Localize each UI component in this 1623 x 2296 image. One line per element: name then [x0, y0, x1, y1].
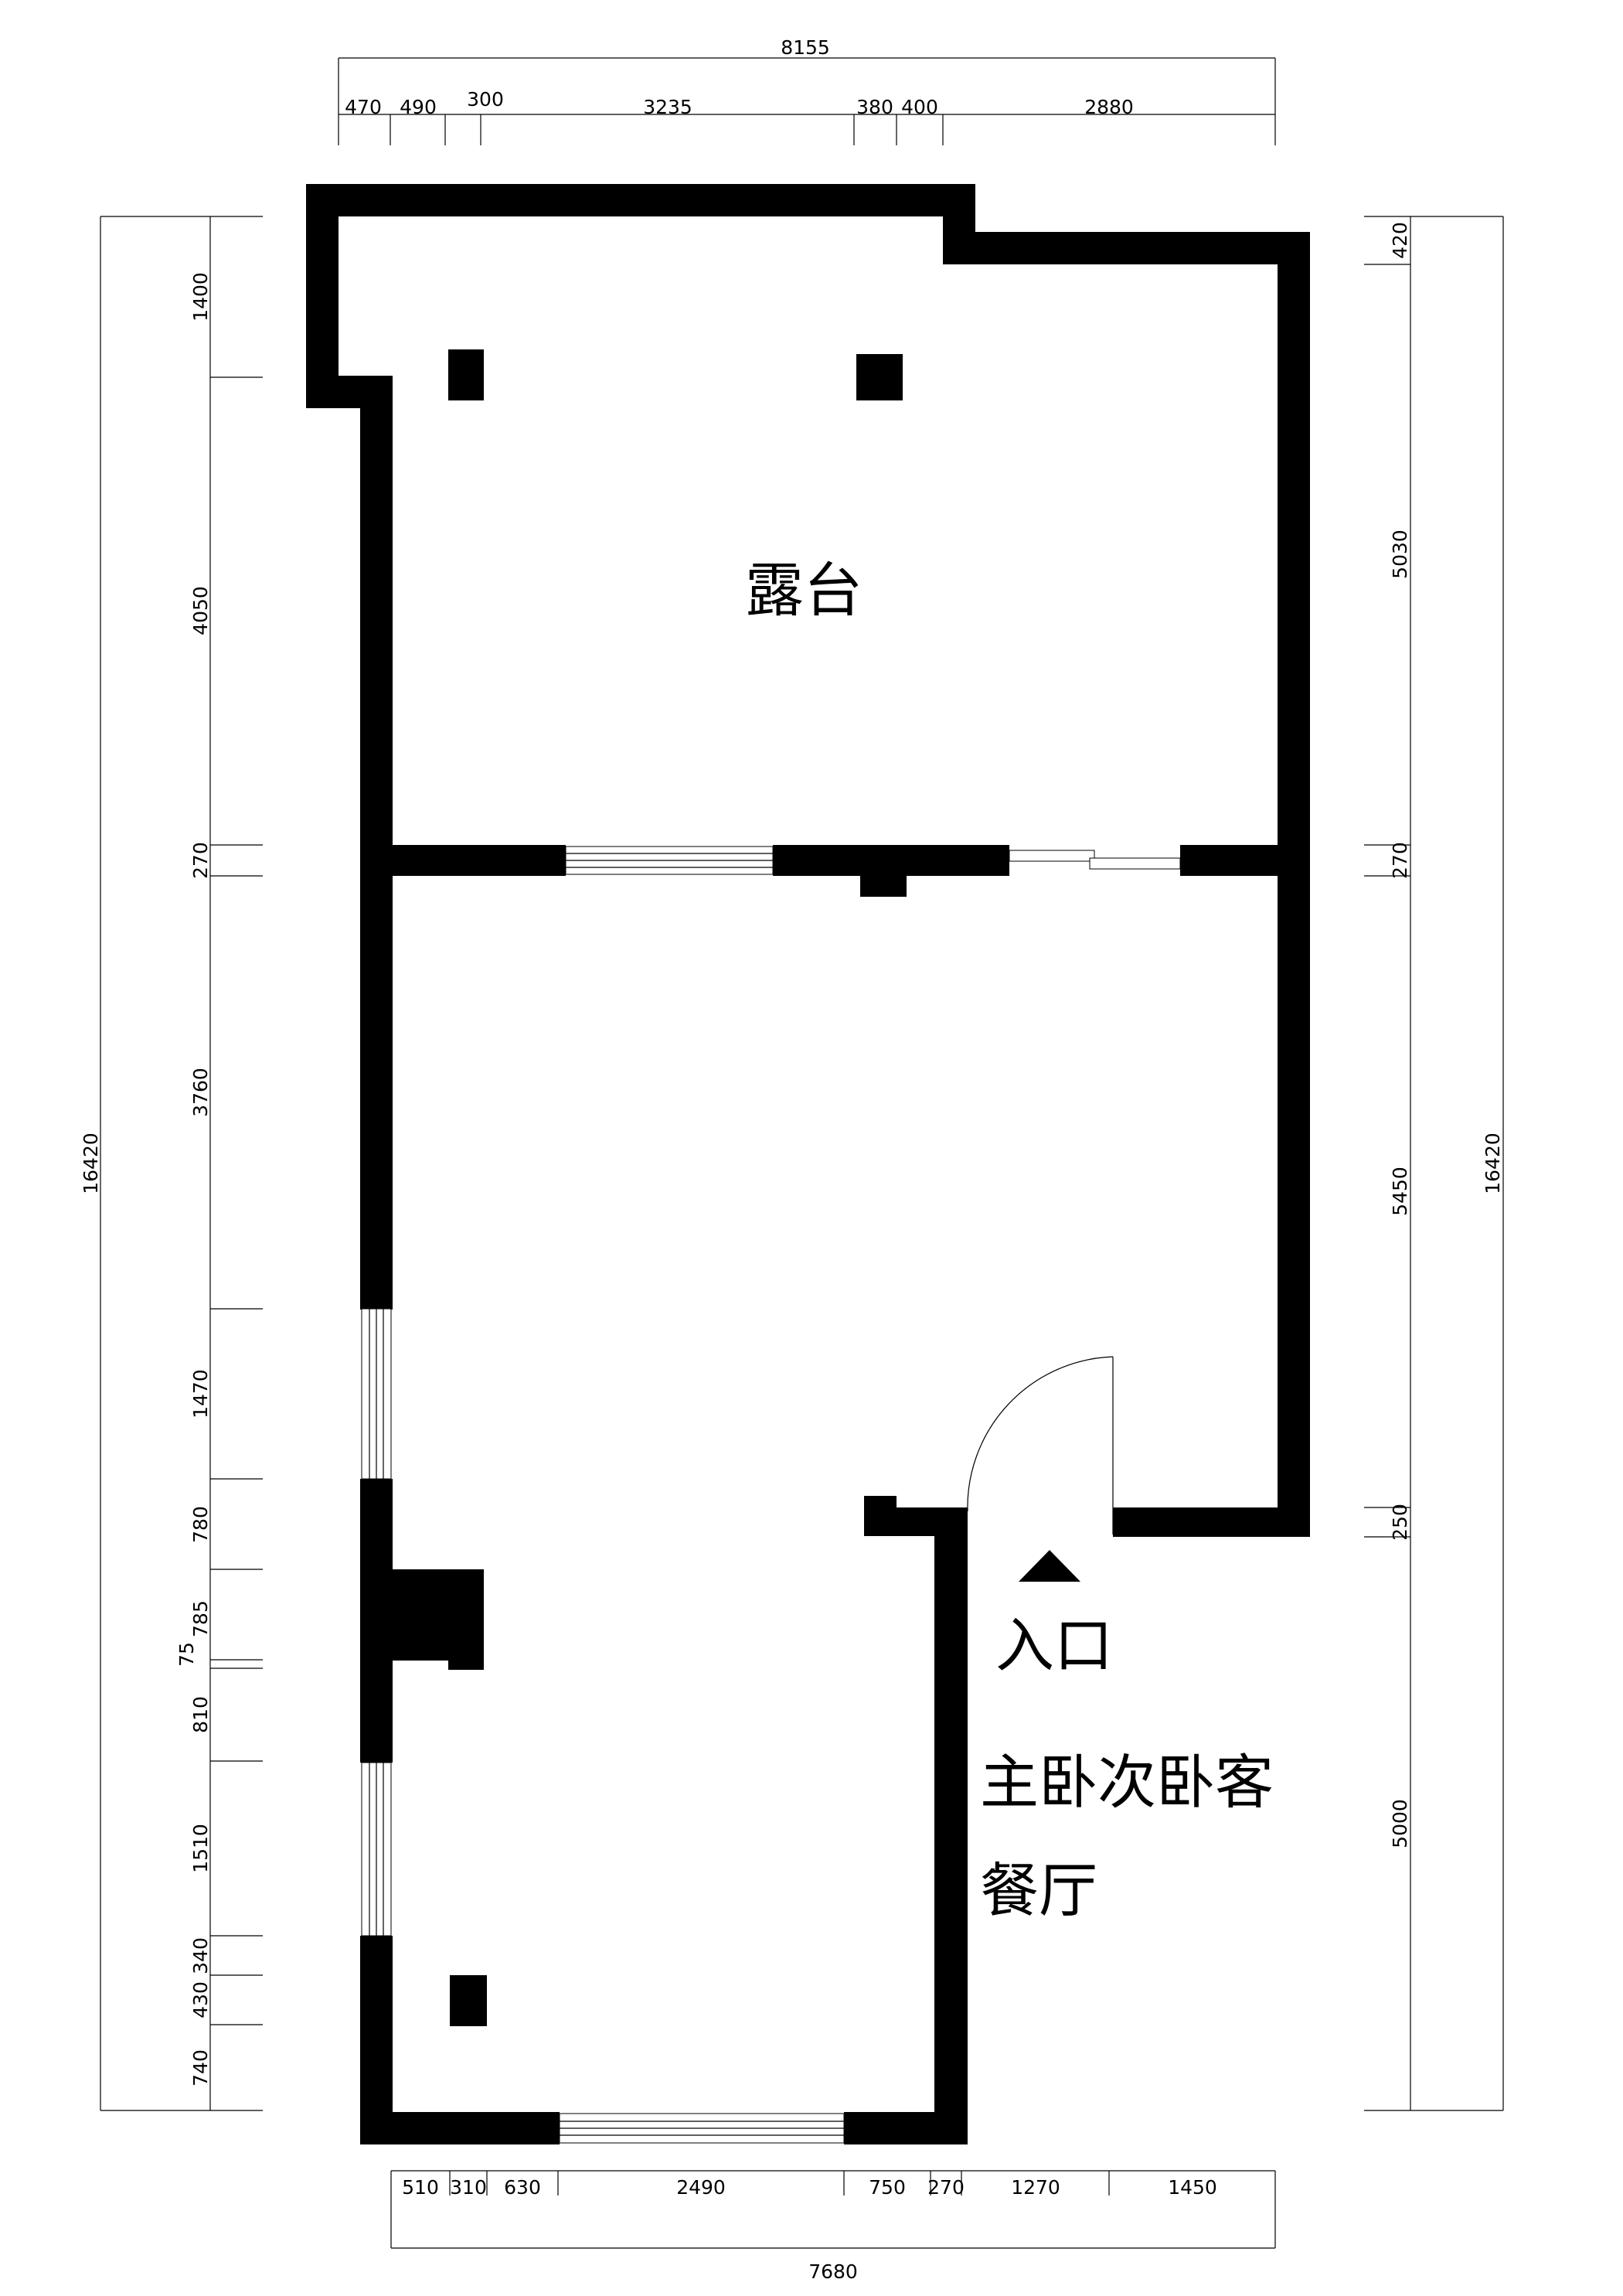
bottom-dimension: 2490 [676, 2176, 726, 2199]
right-total-dimension: 16420 [1482, 1133, 1504, 1194]
right-dimension: 270 [1389, 842, 1411, 879]
bottom-dimension: 750 [869, 2176, 906, 2199]
left-dimension: 1470 [189, 1369, 212, 1419]
bottom-dimension: 510 [402, 2176, 439, 2199]
entrance-arrow-icon [1019, 1550, 1080, 1582]
column [856, 354, 903, 400]
bottom-dimension: 630 [504, 2176, 541, 2199]
left-dimension: 780 [189, 1506, 212, 1543]
rooms-label-line2: 餐厅 [980, 1856, 1097, 1925]
left-dimension: 740 [189, 2049, 212, 2086]
left-dimension: 3760 [189, 1068, 212, 1117]
window-bottom [559, 2113, 845, 2144]
top-dimension: 490 [400, 96, 437, 118]
bottom-dimension: 1450 [1168, 2176, 1217, 2199]
columns [448, 349, 903, 2026]
bottom-dimension-chain: 510 310 630 2490 750 270 1270 1450 7680 [390, 2170, 1276, 2283]
right-dimension: 420 [1389, 222, 1411, 259]
left-dimension: 4050 [189, 586, 212, 635]
terrace-label: 露台 [745, 556, 863, 625]
right-dimension: 5450 [1389, 1167, 1411, 1216]
window-left-lower [361, 1762, 392, 1937]
left-dimension: 1400 [189, 272, 212, 322]
top-dimension: 470 [345, 96, 382, 118]
left-dimension: 270 [189, 842, 212, 879]
left-dimension: 810 [189, 1696, 212, 1733]
bottom-total-dimension: 7680 [808, 2260, 858, 2283]
left-dimension-chain: 16420 1400 4050 270 3760 1470 780 785 75… [80, 216, 263, 2111]
top-total-dimension: 8155 [781, 36, 830, 59]
top-dimension: 300 [467, 88, 504, 111]
window-terrace [565, 846, 774, 875]
bottom-dimension: 1270 [1011, 2176, 1060, 2199]
right-dimension: 250 [1389, 1504, 1411, 1541]
left-dimension: 340 [189, 1937, 212, 1974]
left-dimension: 1510 [189, 1824, 212, 1873]
left-total-dimension: 16420 [80, 1133, 102, 1194]
bottom-dimension: 310 [450, 2176, 487, 2199]
top-dimension: 3235 [643, 96, 692, 118]
column [448, 349, 484, 400]
bottom-dimension: 270 [927, 2176, 965, 2199]
top-dimension: 400 [901, 96, 938, 118]
entrance-label: 入口 [995, 1611, 1113, 1680]
left-dimension: 785 [189, 1600, 212, 1637]
walls [306, 184, 1310, 2144]
right-dimension: 5000 [1389, 1799, 1411, 1848]
top-dimension-chain: 8155 470 490 300 3235 380 400 2880 [338, 36, 1276, 145]
sliding-door [1009, 850, 1181, 870]
left-dimension: 75 [175, 1642, 198, 1667]
right-dimension: 5030 [1389, 530, 1411, 579]
column [450, 1975, 487, 2026]
top-dimension: 380 [856, 96, 893, 118]
top-dimension: 2880 [1084, 96, 1134, 118]
window-left-upper [361, 1308, 392, 1480]
left-dimension: 430 [189, 1981, 212, 2018]
entrance-door-swing [967, 1356, 1114, 1535]
right-dimension-chain: 420 5030 270 5450 250 5000 16420 [1364, 216, 1504, 2111]
rooms-label-line1: 主卧次卧客 [980, 1748, 1274, 1817]
